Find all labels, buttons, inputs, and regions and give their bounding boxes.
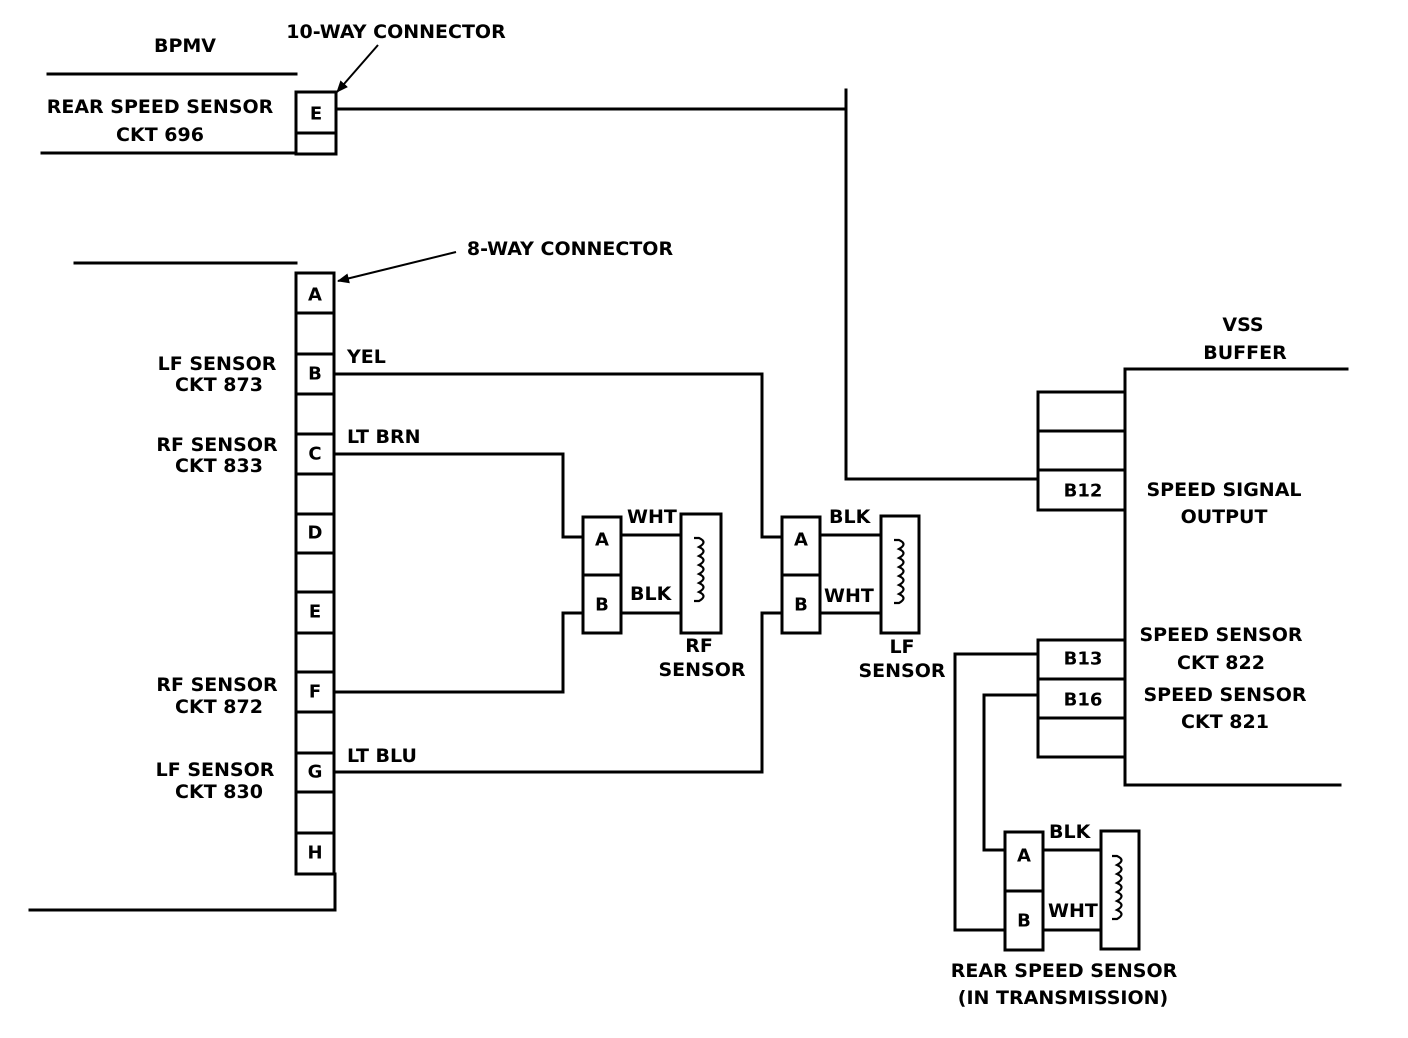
ten-way-connector-body <box>294 90 338 156</box>
pin-b-label-line2: CKT 873 <box>175 374 263 396</box>
rear-sensor-label-line1: REAR SPEED SENSOR <box>47 96 274 118</box>
wire-ckt821 <box>982 693 1040 852</box>
rf-sensor: A B WHT BLK RF SENSOR <box>581 506 746 681</box>
eight-way-pin-c: C <box>308 444 321 465</box>
vss-buffer-module: VSS BUFFER B12 B13 B16 SPEED SIGNAL OUTP… <box>1036 314 1349 787</box>
vss-upper-connector <box>1036 390 1127 512</box>
eight-way-pin-d: D <box>308 523 323 544</box>
rf-sensor-coil-icon <box>694 536 705 603</box>
eight-way-pin-h: H <box>307 843 322 864</box>
lf-sensor-pin-a: A <box>794 530 808 551</box>
bpmv-module <box>28 72 337 912</box>
pin-c-label-line2: CKT 833 <box>175 455 263 477</box>
eight-way-pin-a: A <box>308 285 322 306</box>
vss-b13-label-line2: CKT 822 <box>1177 652 1265 674</box>
ten-way-arrow <box>336 44 379 93</box>
eight-way-connector: A B C D E F G H <box>294 271 336 876</box>
vss-b12-label-line2: OUTPUT <box>1181 506 1268 528</box>
eight-way-pin-e: E <box>309 602 321 623</box>
lf-sensor-name-line1: LF <box>889 636 914 658</box>
rear-sensor-pin-a: A <box>1017 846 1031 867</box>
wire-lt-blu <box>332 611 784 774</box>
pin-g-label-line1: LF SENSOR <box>156 759 275 781</box>
wire-lt-brn <box>332 452 585 539</box>
eight-way-arrow <box>337 251 457 284</box>
rear-sensor-label-line2: CKT 696 <box>116 124 204 146</box>
vss-b13-label-line1: SPEED SENSOR <box>1140 624 1303 646</box>
wire-ckt822 <box>953 652 1040 932</box>
lf-sensor-wire-b-label: WHT <box>824 585 874 607</box>
wire-yel <box>332 372 784 539</box>
eight-way-connector-label: 8-WAY CONNECTOR <box>467 238 674 260</box>
eight-way-pin-f: F <box>309 682 321 703</box>
rear-sensor-name-line1: REAR SPEED SENSOR <box>951 960 1178 982</box>
vss-pin-b16: B16 <box>1064 690 1103 711</box>
wire-label-lt-blu: LT BLU <box>347 745 417 767</box>
wire-label-yel: YEL <box>346 346 386 368</box>
wire-ckt872 <box>332 611 585 694</box>
vss-b12-label-line1: SPEED SIGNAL <box>1146 479 1301 501</box>
rear-speed-sensor: A B BLK WHT REAR SPEED SENSOR (IN TRANSM… <box>951 821 1178 1009</box>
lf-sensor-pin-b: B <box>794 595 808 616</box>
rear-sensor-coil-icon <box>1112 854 1123 921</box>
lf-sensor-body <box>879 514 921 635</box>
rf-sensor-wire-b-label: BLK <box>630 583 673 605</box>
lf-sensor-coil-icon <box>894 538 905 605</box>
ten-way-pin-e: E <box>310 104 322 125</box>
pin-c-label-line1: RF SENSOR <box>156 434 278 456</box>
vss-b16-label-line1: SPEED SENSOR <box>1144 684 1307 706</box>
rf-sensor-wire-a-label: WHT <box>627 506 677 528</box>
eight-way-pin-b: B <box>308 364 322 385</box>
rf-sensor-name-line1: RF <box>685 635 713 657</box>
rear-sensor-wire-a-label: BLK <box>1049 821 1092 843</box>
ten-way-connector-label: 10-WAY CONNECTOR <box>286 21 506 43</box>
pin-f-label-line2: CKT 872 <box>175 696 263 718</box>
eight-way-pin-g: G <box>308 762 323 783</box>
pin-b-label-line1: LF SENSOR <box>158 353 277 375</box>
eight-way-connector-body <box>294 271 336 876</box>
ten-way-connector: E <box>294 90 338 156</box>
bpmv-title: BPMV <box>154 35 216 57</box>
rear-sensor-pin-b: B <box>1017 911 1031 932</box>
pin-g-label-line2: CKT 830 <box>175 781 263 803</box>
vss-b16-label-line2: CKT 821 <box>1181 711 1269 733</box>
wire-speed-signal <box>844 88 1040 481</box>
vss-lower-connector <box>1036 638 1127 759</box>
vss-title-line1: VSS <box>1222 314 1263 336</box>
wire-label-lt-brn: LT BRN <box>347 426 421 448</box>
vss-pin-b12: B12 <box>1064 481 1103 502</box>
rf-sensor-name-line2: SENSOR <box>658 659 745 681</box>
lf-sensor-wire-a-label: BLK <box>829 506 872 528</box>
pin-f-label-line1: RF SENSOR <box>156 674 278 696</box>
lf-sensor: A B BLK WHT LF SENSOR <box>780 506 946 682</box>
lf-sensor-name-line2: SENSOR <box>858 660 945 682</box>
rf-sensor-pin-b: B <box>595 595 609 616</box>
rear-sensor-name-line2: (IN TRANSMISSION) <box>958 987 1168 1009</box>
vss-title-line2: BUFFER <box>1203 342 1287 364</box>
vss-pin-b13: B13 <box>1064 649 1103 670</box>
rear-sensor-wire-b-label: WHT <box>1048 900 1098 922</box>
rf-sensor-pin-a: A <box>595 530 609 551</box>
